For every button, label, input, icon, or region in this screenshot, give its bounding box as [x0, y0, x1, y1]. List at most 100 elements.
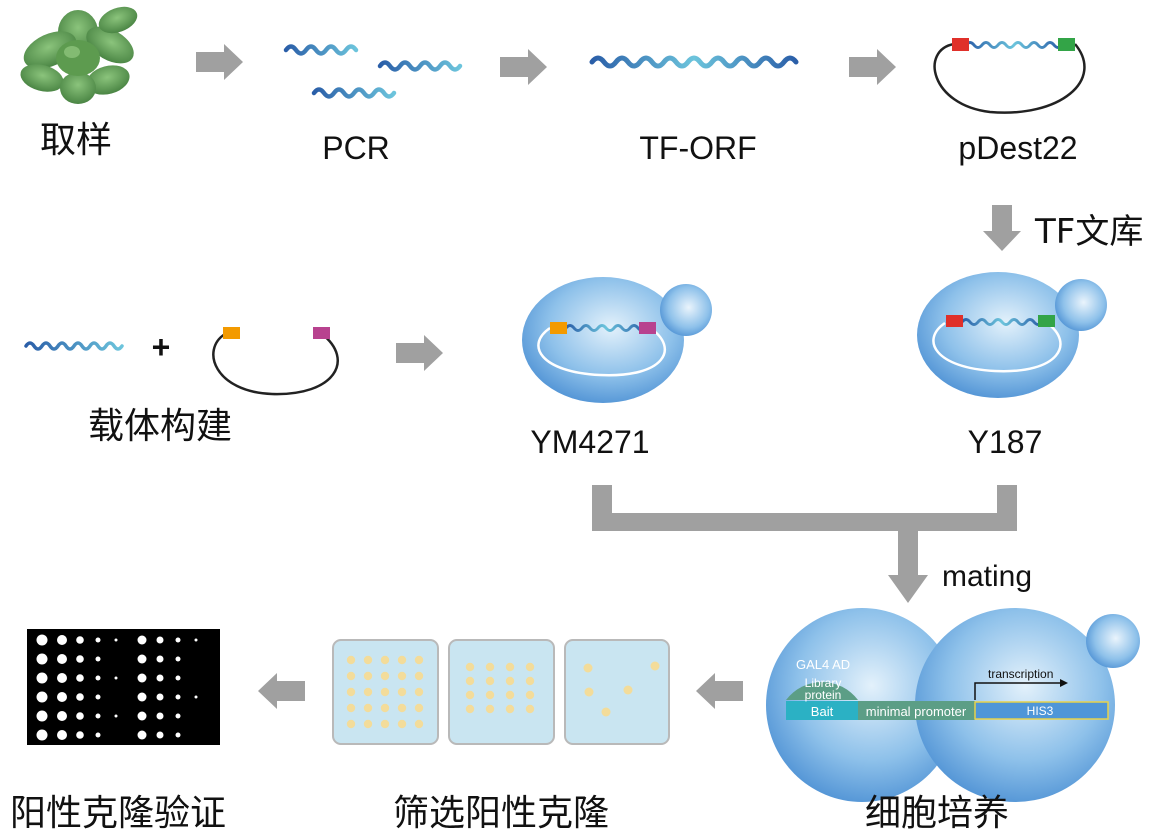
label-vector-construction: 载体构建 [88, 406, 232, 447]
tf-orf-dna-icon [589, 55, 799, 69]
label-validate-positive-clones: 阳性克隆验证 [10, 793, 226, 834]
arrow-right-icon [849, 49, 896, 85]
colony-dot [346, 687, 356, 697]
library-protein-label-line2: protein [805, 688, 842, 702]
colony-dot [36, 653, 48, 665]
colony-dot [380, 703, 390, 713]
colony-dot [465, 704, 475, 714]
label-tf-orf: TF-ORF [639, 130, 756, 166]
transcription-label: transcription [988, 667, 1053, 681]
colony-dot [363, 687, 373, 697]
colony-dot [194, 695, 198, 699]
colony-dot [363, 719, 373, 729]
colony-dot [380, 687, 390, 697]
plate-sparse [564, 639, 670, 745]
label-ym4271: YM4271 [530, 424, 649, 460]
colony-dot [380, 719, 390, 729]
colony-dot [95, 694, 101, 700]
colony-dot [76, 712, 84, 720]
arrow-right-icon [196, 44, 243, 80]
colony-dot [414, 719, 424, 729]
colony-dot [36, 729, 48, 741]
colony-dot [114, 638, 118, 642]
arrow-left-icon [258, 673, 305, 709]
colony-dot [57, 692, 67, 702]
colony-dot [137, 635, 147, 645]
validation-spot-plate-icon [27, 629, 220, 745]
colony-dot [156, 693, 164, 701]
colony-dot [397, 687, 407, 697]
colony-dot [95, 675, 101, 681]
colony-dot [380, 655, 390, 665]
library-protein-label-line1: Library [805, 676, 842, 690]
label-pdest22: pDest22 [958, 130, 1077, 166]
pcr-fragments-icon [283, 44, 463, 99]
colony-dot [57, 730, 67, 740]
colony-dot [76, 693, 84, 701]
colony-dot [346, 655, 356, 665]
colony-dot [414, 687, 424, 697]
arrow-right-icon [396, 335, 443, 371]
label-cell-culture: 细胞培养 [865, 793, 1009, 834]
colony-dot [114, 714, 118, 718]
colony-dot [505, 662, 515, 672]
colony-dot [156, 655, 164, 663]
colony-dot [57, 711, 67, 721]
colony-dot [57, 635, 67, 645]
colony-dot [36, 691, 48, 703]
colony-dot [465, 662, 475, 672]
colony-dot [175, 732, 181, 738]
dna-fragment-icon [24, 341, 124, 351]
colony-dot [137, 730, 147, 740]
colony-dot [156, 636, 164, 644]
colony-dot [505, 690, 515, 700]
colony-dot [137, 673, 147, 683]
diploid-yeast-cell-icon [766, 608, 1140, 802]
colony-dot [505, 676, 515, 686]
colony-dot [380, 671, 390, 681]
colony-dot [346, 671, 356, 681]
plate-medium [448, 639, 555, 745]
colony-dot [156, 674, 164, 682]
colony-dot [363, 703, 373, 713]
label-mating: mating [942, 560, 1032, 593]
colony-dot [36, 634, 48, 646]
colony-dot [76, 731, 84, 739]
label-pcr: PCR [322, 130, 390, 166]
colony-dot [194, 638, 198, 642]
colony-dot [525, 704, 535, 714]
pdest22-plasmid-icon [933, 38, 1086, 114]
colony-dot [525, 690, 535, 700]
colony-dot [137, 654, 147, 664]
colony-dot [414, 703, 424, 713]
his3-label: HIS3 [1027, 704, 1054, 718]
selection-plates [332, 639, 670, 745]
colony-dot [95, 732, 101, 738]
bait-label: Bait [811, 704, 834, 719]
colony-dot [397, 655, 407, 665]
colony-dot [57, 673, 67, 683]
colony-dot [175, 656, 181, 662]
arrow-left-icon [696, 673, 743, 709]
colony-dot [465, 690, 475, 700]
colony-dot [137, 711, 147, 721]
colony-dot [95, 656, 101, 662]
colony-dot [36, 672, 48, 684]
colony-dot [485, 704, 495, 714]
label-screen-positive-clones: 筛选阳性克隆 [393, 793, 609, 834]
colony-dot [397, 703, 407, 713]
colony-dot [114, 676, 118, 680]
arrow-right-icon [500, 49, 547, 85]
colony-dot [397, 719, 407, 729]
colony-dot [57, 654, 67, 664]
colony-dot [414, 655, 424, 665]
colony-dot [137, 692, 147, 702]
colony-dot [175, 713, 181, 719]
colony-dot [363, 655, 373, 665]
mating-connector-arrow [592, 485, 1017, 603]
label-y187: Y187 [968, 424, 1043, 460]
colony-dot [485, 662, 495, 672]
colony-dot [156, 731, 164, 739]
ym4271-yeast-cell-icon [522, 277, 712, 403]
